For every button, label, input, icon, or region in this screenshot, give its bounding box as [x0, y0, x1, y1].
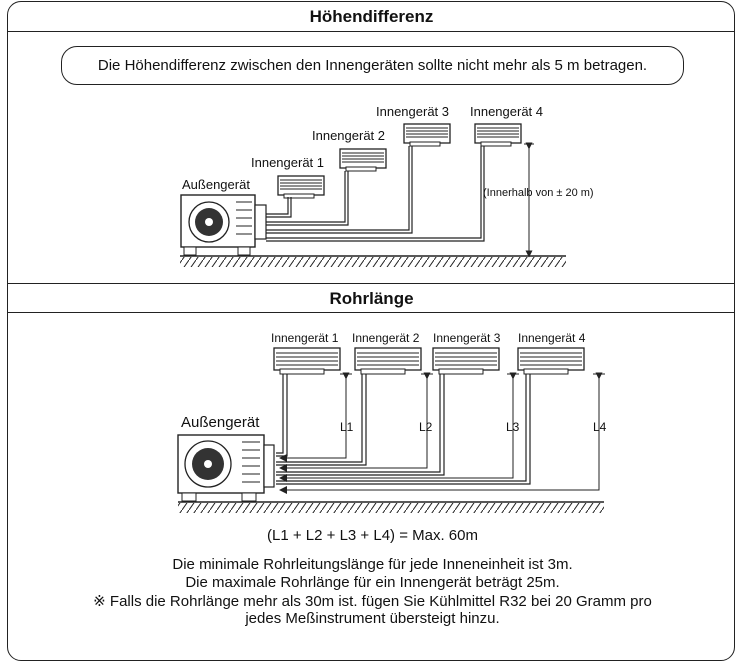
indoor-unit-1b — [273, 347, 341, 375]
length-label-l2: L2 — [419, 420, 433, 434]
indoor-unit-3a — [403, 123, 451, 147]
section2-diagram: Außengerät Innengerät 1 Innengerät 2 Inn… — [177, 331, 607, 513]
indoor-label-2b: Innengerät 2 — [352, 331, 420, 345]
pipes-1 — [266, 146, 485, 242]
indoor-unit-2a — [339, 148, 387, 172]
indoor-label-4a: Innengerät 4 — [470, 104, 543, 119]
note-max-length: Die maximale Rohrlänge für ein Innengerä… — [185, 574, 560, 591]
note-refrigerant-line1: ※ Falls die Rohrlänge mehr als 30m ist. … — [93, 593, 652, 610]
outdoor-label-2: Außengerät — [181, 414, 260, 431]
indoor-label-1b: Innengerät 1 — [271, 331, 339, 345]
length-label-l1: L1 — [340, 420, 354, 434]
height-limit-label: (Innerhalb von ± 20 m) — [483, 187, 594, 199]
indoor-label-2a: Innengerät 2 — [312, 128, 385, 143]
indoor-unit-4a — [474, 123, 522, 147]
indoor-label-4b: Innengerät 4 — [518, 331, 586, 345]
indoor-unit-3b — [432, 347, 500, 375]
max-length-formula: (L1 + L2 + L3 + L4) = Max. 60m — [267, 527, 478, 544]
outdoor-label-1: Außengerät — [182, 177, 250, 192]
length-dimensions — [279, 372, 605, 494]
section1-diagram: Außengerät Innengerät 1 Innengerät 2 Inn… — [180, 104, 594, 267]
length-label-l4: L4 — [593, 420, 607, 434]
indoor-unit-4b — [517, 347, 585, 375]
indoor-unit-2b — [354, 347, 422, 375]
length-label-l3: L3 — [506, 420, 520, 434]
outdoor-unit-1 — [180, 194, 267, 256]
outdoor-unit-2 — [177, 434, 275, 502]
indoor-label-3a: Innengerät 3 — [376, 104, 449, 119]
indoor-unit-1a — [277, 175, 325, 199]
indoor-label-1a: Innengerät 1 — [251, 155, 324, 170]
note-refrigerant-line2: jedes Meßinstrument übersteigt hinzu. — [245, 610, 500, 627]
note-min-length: Die minimale Rohrleitungslänge für jede … — [172, 556, 573, 573]
section-title-pipe-length: Rohrlänge — [8, 283, 735, 313]
section-title-height-difference: Höhendifferenz — [8, 2, 735, 32]
indoor-label-3b: Innengerät 3 — [433, 331, 501, 345]
height-difference-note: Die Höhendifferenz zwischen den Innenger… — [61, 46, 684, 85]
